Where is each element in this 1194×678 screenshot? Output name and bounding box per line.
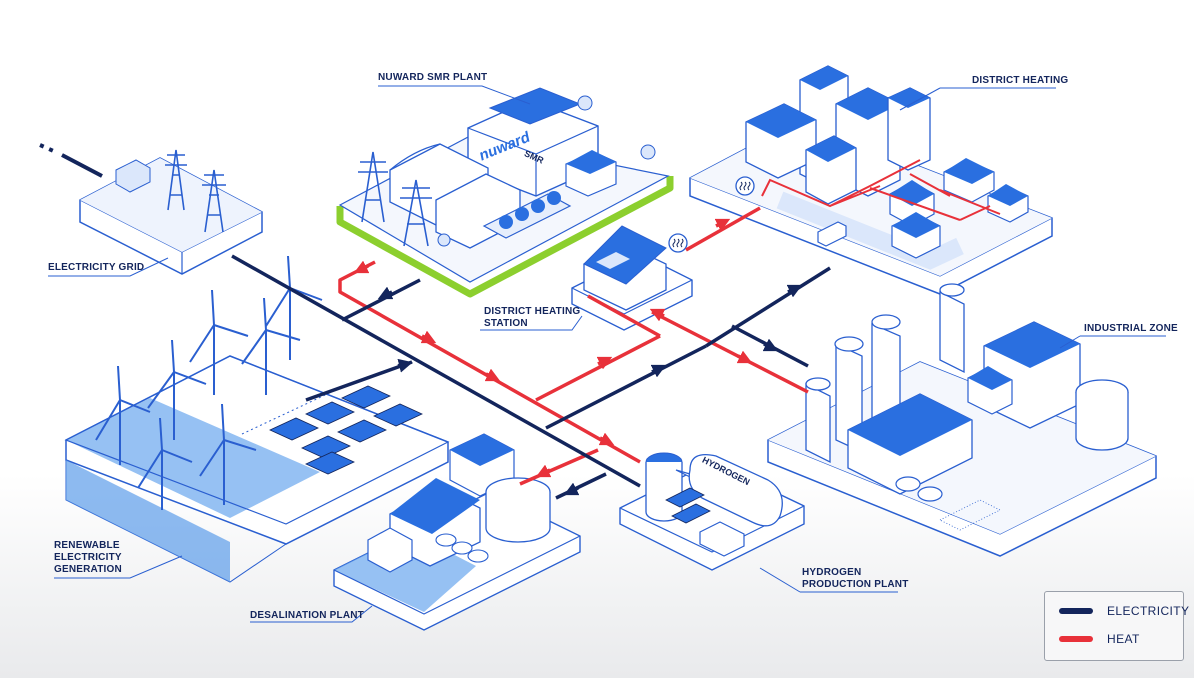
label-renewable-generation: RENEWABLE ELECTRICITY GENERATION [54,540,122,576]
label-dhs-line2: STATION [484,318,528,329]
label-dhs-line1: DISTRICT HEATING [484,306,581,317]
industrial-zone-platform [767,283,1157,557]
legend-heat-label: HEAT [1107,632,1140,646]
hydrogen-platform [619,452,805,571]
desalination-platform [333,433,581,631]
label-renewable-line3: GENERATION [54,564,122,575]
label-renewable-line2: ELECTRICITY [54,552,122,563]
district-heating-platform [689,65,1053,295]
label-district-heating: DISTRICT HEATING [972,75,1069,86]
legend-item-heat: HEAT [1059,632,1140,646]
label-nuward-smr-plant: NUWARD SMR PLANT [378,72,488,83]
electricity-network [231,254,831,500]
label-renewable-line1: RENEWABLE [54,540,120,551]
legend-heat-swatch [1059,636,1093,642]
label-hydrogen-production-plant: HYDROGEN PRODUCTION PLANT [802,567,909,591]
electricity-grid-platform [39,143,263,275]
label-district-heating-station: DISTRICT HEATING STATION [484,306,580,330]
district-heating-station-platform [571,225,693,331]
legend: ELECTRICITY HEAT [1044,591,1189,661]
legend-electricity-swatch [1059,608,1093,614]
smr-plant-platform [336,87,674,298]
label-desalination-plant: DESALINATION PLANT [250,610,364,621]
legend-electricity-label: ELECTRICITY [1107,604,1190,618]
electricity-arrows [377,284,803,496]
label-industrial-zone: INDUSTRIAL ZONE [1084,323,1178,334]
heat-arrows [353,218,753,478]
legend-item-electricity: ELECTRICITY [1059,604,1189,618]
label-electricity-grid: ELECTRICITY GRID [48,262,145,273]
label-hydrogen-line1: HYDROGEN [802,567,862,578]
leader-lines [48,85,1166,623]
renewable-platform [64,255,450,583]
label-hydrogen-line2: PRODUCTION PLANT [802,579,909,590]
